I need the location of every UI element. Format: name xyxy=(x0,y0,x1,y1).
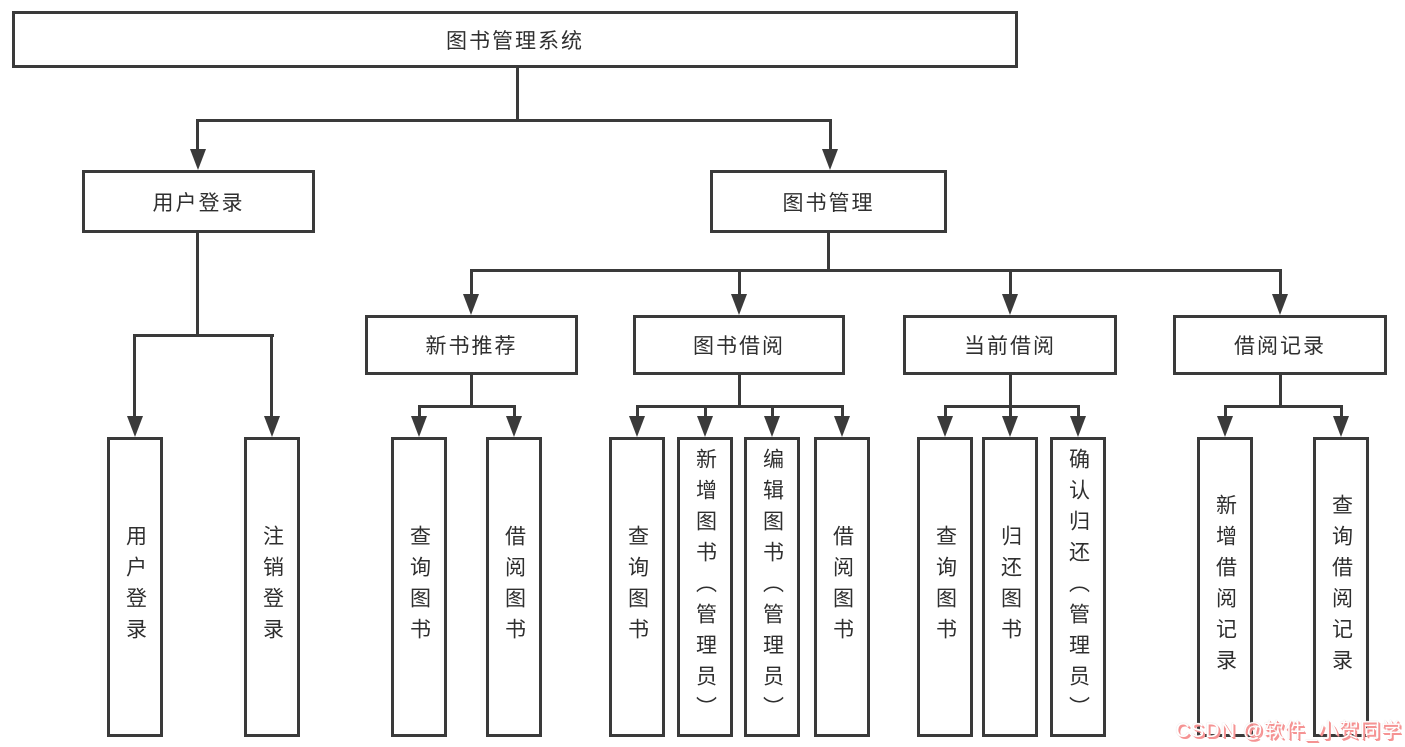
connector-drop-new-books xyxy=(470,269,473,296)
node-label: 查询借阅记录 xyxy=(1329,494,1353,680)
connector-drop-current-borrow xyxy=(1009,269,1012,296)
arrow-down-icon xyxy=(1002,294,1018,315)
node-label: 图书管理 xyxy=(782,191,875,215)
connector-drop xyxy=(1224,405,1227,418)
leaf-logout: 注销登录 xyxy=(244,437,300,737)
node-label: 用户登录 xyxy=(123,525,147,649)
arrow-down-icon xyxy=(1002,416,1018,437)
leaf-user-login: 用户登录 xyxy=(107,437,163,737)
connector-book-borrow-bus xyxy=(636,405,844,408)
connector-book-mgmt-stem xyxy=(827,233,830,271)
leaf-add-books-admin: 新增图书（管理员） xyxy=(677,437,733,737)
connector-new-books-stem xyxy=(470,375,473,408)
node-borrowing-records: 借阅记录 xyxy=(1173,315,1387,375)
arrow-down-icon xyxy=(127,416,143,437)
node-label: 图书管理系统 xyxy=(446,29,584,53)
node-label: 图书借阅 xyxy=(693,335,785,358)
connector-current-borrow-stem xyxy=(1009,375,1012,408)
leaf-query-books-3: 查询图书 xyxy=(917,437,973,737)
node-label: 查询图书 xyxy=(933,525,957,649)
arrow-down-icon xyxy=(937,416,953,437)
connector-current-borrow-bus xyxy=(944,405,1080,408)
arrow-down-icon xyxy=(463,294,479,315)
connector-drop-login xyxy=(133,334,136,417)
node-new-book-recommend: 新书推荐 xyxy=(365,315,578,375)
node-label: 查询图书 xyxy=(407,525,431,649)
node-current-borrowing: 当前借阅 xyxy=(903,315,1117,375)
leaf-query-books-1: 查询图书 xyxy=(391,437,447,737)
arrow-down-icon xyxy=(764,416,780,437)
connector-drop xyxy=(1340,405,1343,418)
arrow-down-icon xyxy=(411,416,427,437)
arrow-down-icon xyxy=(731,294,747,315)
connector-drop-borrow-records xyxy=(1279,269,1282,296)
node-label: 用户登录 xyxy=(152,191,245,215)
node-label: 新书推荐 xyxy=(425,335,518,358)
node-user-login: 用户登录 xyxy=(82,170,315,233)
arrow-down-icon xyxy=(629,416,645,437)
connector-drop xyxy=(944,405,947,418)
connector-root-bus xyxy=(196,119,832,122)
node-label: 确认归还（管理员） xyxy=(1066,447,1090,727)
leaf-add-borrow-record: 新增借阅记录 xyxy=(1197,437,1253,737)
leaf-query-borrow-record: 查询借阅记录 xyxy=(1313,437,1369,737)
connector-drop xyxy=(841,405,844,418)
arrow-down-icon xyxy=(1070,416,1086,437)
connector-borrow-records-stem xyxy=(1279,375,1282,408)
arrow-down-icon xyxy=(1217,416,1233,437)
connector-drop xyxy=(513,405,516,418)
node-label: 新增借阅记录 xyxy=(1213,494,1237,680)
arrow-down-icon xyxy=(1333,416,1349,437)
connector-drop xyxy=(704,405,707,418)
connector-user-login-stem xyxy=(196,233,199,336)
connector-drop xyxy=(1009,405,1012,418)
leaf-query-books-2: 查询图书 xyxy=(609,437,665,737)
node-label: 编辑图书（管理员） xyxy=(760,447,784,727)
node-label: 借阅图书 xyxy=(502,525,526,649)
node-label: 借阅记录 xyxy=(1234,335,1326,358)
leaf-edit-books-admin: 编辑图书（管理员） xyxy=(744,437,800,737)
node-label: 借阅图书 xyxy=(830,525,854,649)
leaf-confirm-return-admin: 确认归还（管理员） xyxy=(1050,437,1106,737)
connector-drop xyxy=(1077,405,1080,418)
node-label: 归还图书 xyxy=(998,525,1022,649)
connector-drop xyxy=(418,405,421,418)
connector-drop xyxy=(771,405,774,418)
arrow-down-icon xyxy=(190,149,206,170)
node-label: 当前借阅 xyxy=(964,335,1056,358)
node-label: 新增图书（管理员） xyxy=(693,447,717,727)
csdn-watermark: CSDN @软件_小贺同学 xyxy=(1175,720,1402,742)
connector-drop-book-borrow xyxy=(738,269,741,296)
connector-user-login-bus xyxy=(133,334,274,337)
node-library-management-system: 图书管理系统 xyxy=(12,11,1018,68)
connector-root-stem xyxy=(516,68,519,122)
connector-book-mgmt-bus xyxy=(470,269,1282,272)
leaf-borrow-books-2: 借阅图书 xyxy=(814,437,870,737)
connector-drop-logout xyxy=(270,334,273,417)
leaf-borrow-books-1: 借阅图书 xyxy=(486,437,542,737)
connector-drop-book-mgmt xyxy=(829,119,832,151)
node-label: 注销登录 xyxy=(260,525,284,649)
connector-drop-user-login xyxy=(196,119,199,151)
arrow-down-icon xyxy=(1272,294,1288,315)
connector-borrow-records-bus xyxy=(1224,405,1343,408)
node-book-management: 图书管理 xyxy=(710,170,947,233)
connector-book-borrow-stem xyxy=(738,375,741,408)
node-book-borrowing: 图书借阅 xyxy=(633,315,845,375)
arrow-down-icon xyxy=(834,416,850,437)
arrow-down-icon xyxy=(822,149,838,170)
arrow-down-icon xyxy=(264,416,280,437)
connector-new-books-bus xyxy=(418,405,516,408)
arrow-down-icon xyxy=(506,416,522,437)
node-label: 查询图书 xyxy=(625,525,649,649)
connector-drop xyxy=(636,405,639,418)
leaf-return-books: 归还图书 xyxy=(982,437,1038,737)
arrow-down-icon xyxy=(697,416,713,437)
